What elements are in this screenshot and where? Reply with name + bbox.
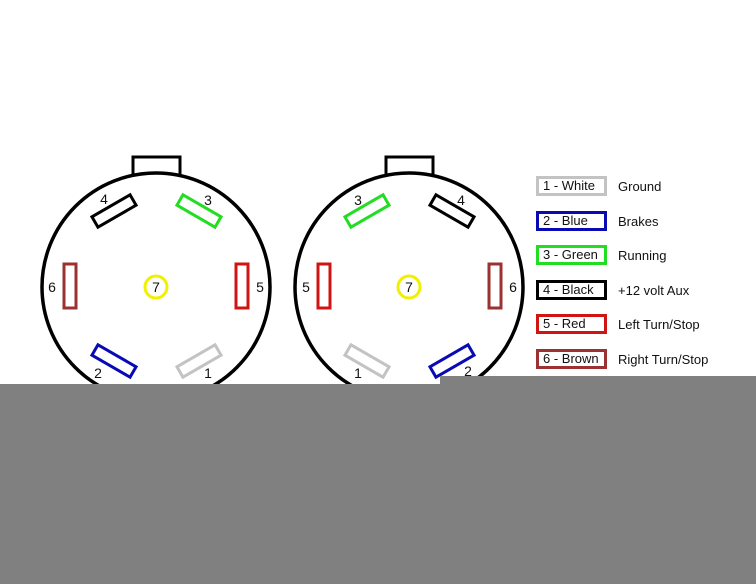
legend-desc: Right Turn/Stop (618, 351, 709, 367)
pin-4-black (427, 192, 477, 230)
pin-5-red (234, 262, 250, 310)
pin-3-green (174, 192, 224, 230)
pin-5-red (316, 262, 332, 310)
legend-item-green: 3 - Green Running (536, 245, 666, 265)
pin-label: 4 (457, 192, 465, 208)
pin-label: 5 (302, 279, 310, 295)
legend-swatch: 6 - Brown (536, 349, 607, 369)
pin-label: 2 (464, 363, 472, 379)
pin-label: 3 (354, 192, 362, 208)
gray-overlay-step (440, 376, 756, 386)
gray-overlay (0, 384, 756, 584)
pin-7-center (396, 274, 422, 300)
legend-swatch: 1 - White (536, 176, 607, 196)
legend-swatch: 3 - Green (536, 245, 607, 265)
legend-swatch: 5 - Red (536, 314, 607, 334)
pin-2-blue (89, 342, 139, 380)
pin-6-brown (487, 262, 503, 310)
legend-desc: Ground (618, 178, 662, 194)
pin-2-blue (427, 342, 477, 380)
pin-7-center (143, 274, 169, 300)
pin-label: 4 (100, 191, 108, 207)
legend-desc: Running (618, 247, 667, 263)
legend-item-blue: 2 - Blue Brakes (536, 211, 658, 231)
left-connector: 1 2 3 4 5 6 7 (40, 155, 272, 403)
pin-label: 5 (256, 279, 264, 295)
right-connector: 1 2 3 4 5 6 7 (293, 155, 525, 403)
pin-1-white (342, 342, 392, 380)
pin-label: 7 (405, 279, 413, 295)
pin-label: 6 (48, 279, 56, 295)
legend-desc: Left Turn/Stop (618, 316, 700, 332)
legend-swatch: 2 - Blue (536, 211, 607, 231)
legend-swatch: 4 - Black (536, 280, 607, 300)
legend-desc: +12 volt Aux (618, 282, 690, 298)
pin-label: 3 (204, 192, 212, 208)
pin-label: 1 (354, 365, 362, 381)
pin-label: 6 (509, 279, 517, 295)
legend-item-white: 1 - White Ground (536, 176, 661, 196)
pin-label: 1 (204, 365, 212, 381)
pin-4-black (89, 192, 139, 230)
pin-3-green (342, 192, 392, 230)
pin-label: 2 (94, 365, 102, 381)
legend-item-brown: 6 - Brown Right Turn/Stop (536, 349, 708, 369)
legend-item-black: 4 - Black +12 volt Aux (536, 280, 689, 300)
pin-1-white (174, 342, 224, 380)
pin-6-brown (62, 262, 78, 310)
legend-desc: Brakes (618, 213, 659, 229)
legend-item-red: 5 - Red Left Turn/Stop (536, 314, 700, 334)
pin-label: 7 (152, 279, 160, 295)
